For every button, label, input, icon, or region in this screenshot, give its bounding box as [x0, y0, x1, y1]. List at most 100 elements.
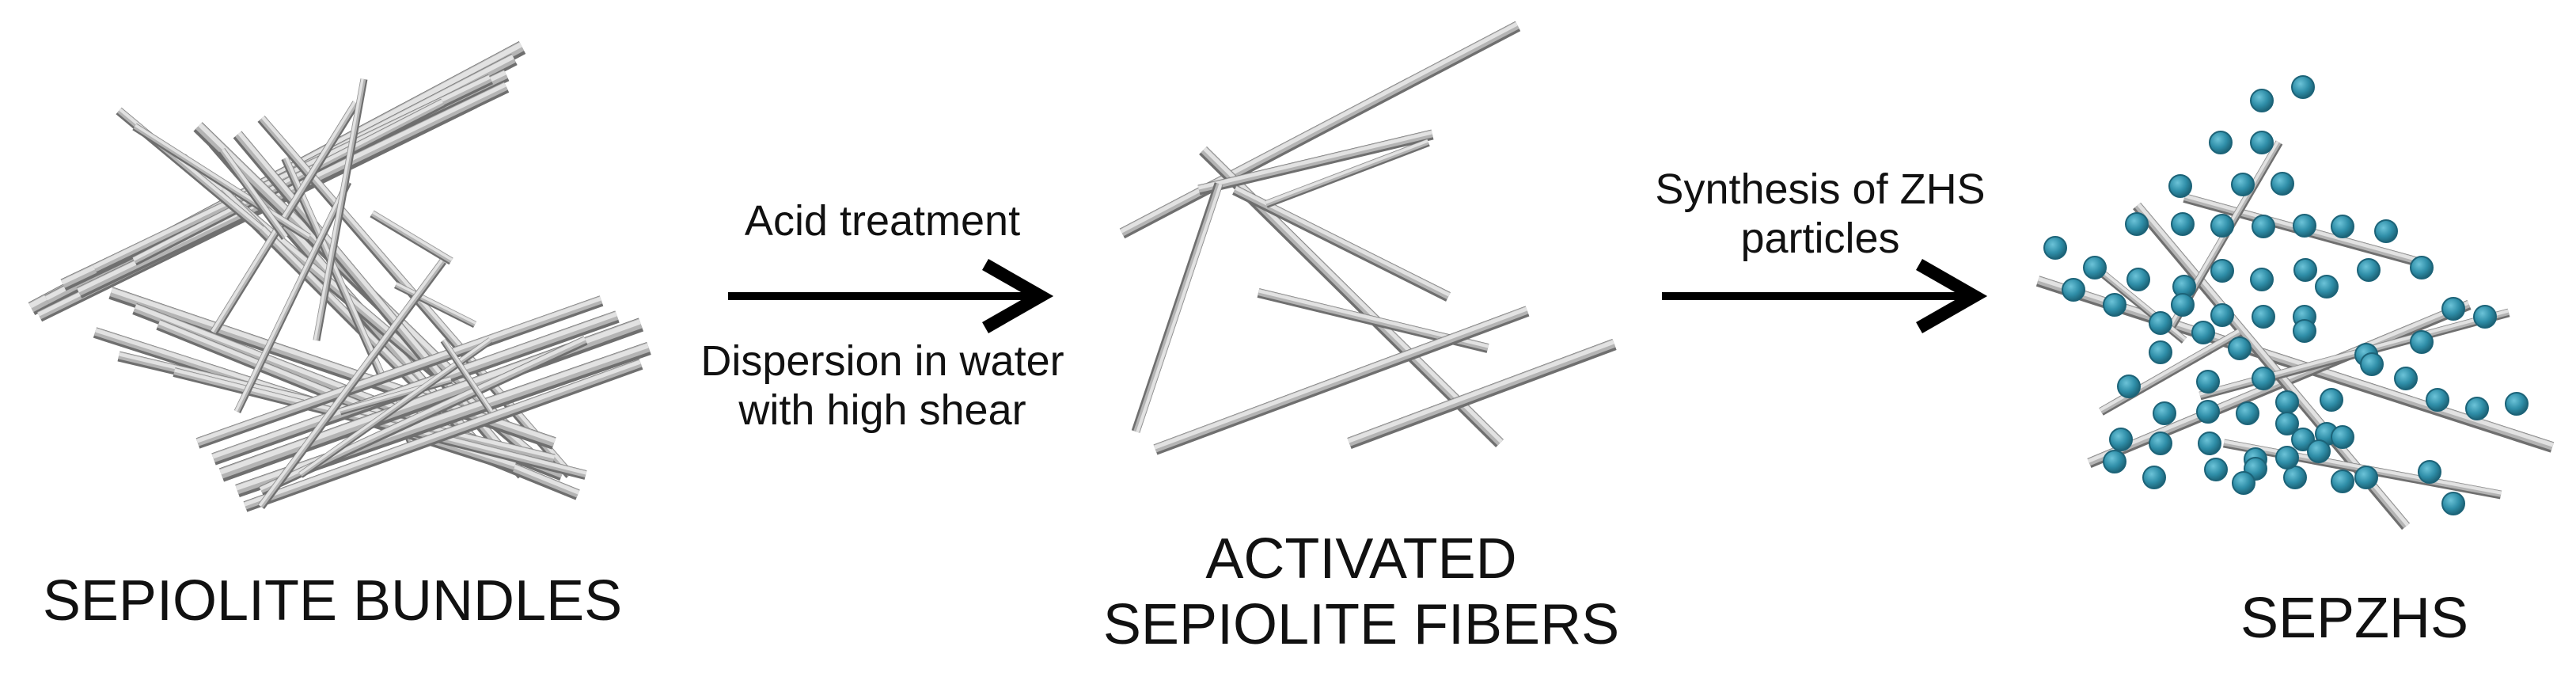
zhs-particle-8 [2125, 212, 2149, 236]
zhs-particle-41 [2252, 367, 2275, 390]
zhs-particle-5 [2168, 174, 2192, 198]
activated-fiber-7 [1153, 306, 1530, 455]
zhs-particle-33 [2149, 311, 2172, 335]
sepiolite-bundles-illustration [28, 41, 651, 512]
zhs-particle-17 [2126, 268, 2150, 291]
activated-fiber-9 [1265, 139, 1430, 208]
arrow1-label-dispersion: Dispersion in water with high shear [665, 336, 1100, 435]
activated-fiber-5 [1131, 182, 1224, 433]
zhs-particle-68 [2418, 460, 2441, 484]
arrow1-label-line2: with high shear [738, 386, 1026, 435]
zhs-particle-23 [2410, 256, 2434, 279]
arrow2-label-line1: Synthesis of ZHS [1655, 165, 1986, 213]
bundle-fiber-35 [257, 259, 447, 509]
bundle-fiber-25 [243, 359, 643, 512]
activated-caption-line1: ACTIVATED [1205, 527, 1517, 591]
bundles-caption: SEPIOLITE BUNDLES [42, 569, 623, 633]
zhs-particle-25 [2103, 293, 2126, 317]
bundle-fiber-32 [393, 281, 477, 329]
bundle-fiber-37 [440, 338, 494, 414]
zhs-particle-10 [2210, 214, 2234, 238]
zhs-particle-1 [2250, 89, 2274, 112]
bundle-fiber-7 [132, 98, 446, 266]
zhs-particle-38 [2410, 330, 2434, 354]
zhs-particle-69 [2441, 492, 2465, 515]
zhs-particle-43 [2320, 388, 2343, 412]
zhs-particle-61 [2103, 450, 2126, 473]
zhs-particle-22 [2357, 258, 2381, 282]
zhs-particle-66 [2331, 470, 2354, 493]
zhs-particle-19 [2210, 259, 2234, 283]
activated-fiber-1 [1119, 21, 1521, 239]
bundle-fiber-30 [370, 210, 453, 265]
zhs-particle-39 [2149, 340, 2172, 364]
sepzhs-illustration [2035, 75, 2555, 530]
zhs-particle-26 [2171, 293, 2195, 317]
zhs-particle-55 [2109, 428, 2133, 451]
zhs-particle-60 [2331, 425, 2354, 449]
zhs-particle-47 [2465, 397, 2489, 420]
zhs-particle-52 [2236, 401, 2259, 425]
zhs-particle-31 [2441, 297, 2465, 321]
arrow1-label-acid-treatment: Acid treatment [744, 197, 1021, 245]
zhs-particle-35 [2228, 336, 2252, 360]
zhs-particle-56 [2149, 432, 2172, 455]
zhs-particle-65 [2283, 466, 2307, 489]
activated-fiber-3 [1197, 129, 1434, 196]
zhs-particle-24 [2062, 278, 2085, 302]
zhs-particle-16 [2083, 256, 2107, 279]
zhs-particle-36 [2293, 319, 2316, 343]
zhs-particle-48 [2505, 392, 2529, 416]
activated-caption: ACTIVATED SEPIOLITE FIBERS [1092, 527, 1630, 658]
zhs-particle-59 [2291, 428, 2315, 451]
zhs-particle-71 [2275, 446, 2299, 470]
zhs-particle-6 [2231, 173, 2255, 196]
zhs-particle-3 [2209, 131, 2233, 154]
bundle-fiber-28 [233, 181, 352, 413]
zhs-particle-40 [2196, 370, 2220, 394]
activated-caption-line2: SEPIOLITE FIBERS [1102, 592, 1620, 656]
zhs-particle-14 [2374, 219, 2398, 243]
bundle-fiber-29 [313, 78, 368, 341]
zhs-particle-20 [2250, 268, 2274, 291]
zhs-particle-46 [2426, 388, 2449, 412]
arrow2-label-synthesis: Synthesis of ZHS particles [1614, 165, 2026, 263]
zhs-particle-15 [2043, 236, 2067, 260]
zhs-particle-21 [2293, 258, 2317, 282]
zhs-particle-2 [2291, 75, 2315, 99]
sepzhs-fiber-6 [2099, 329, 2242, 416]
bundle-fiber-24 [195, 295, 604, 449]
zhs-particle-51 [2196, 400, 2220, 424]
zhs-particle-42 [2275, 390, 2299, 414]
activated-fibers-illustration [1119, 21, 1617, 455]
zhs-particle-7 [2271, 172, 2294, 196]
zhs-particle-45 [2394, 367, 2418, 390]
zhs-particle-32 [2473, 305, 2497, 329]
zhs-particle-44 [2360, 352, 2384, 376]
zhs-particle-28 [2252, 305, 2275, 329]
activated-fiber-8 [1347, 338, 1617, 450]
zhs-particle-57 [2198, 432, 2221, 455]
zhs-particle-13 [2331, 215, 2354, 238]
bundle-fiber-34 [132, 123, 311, 241]
zhs-particle-4 [2250, 131, 2274, 154]
zhs-particle-63 [2204, 458, 2228, 481]
arrow2-label-line2: particles [1740, 215, 1900, 263]
zhs-particle-34 [2191, 321, 2215, 344]
zhs-particle-53 [2275, 412, 2299, 435]
bundle-fiber-38 [218, 148, 289, 240]
zhs-particle-62 [2142, 466, 2166, 489]
zhs-particle-50 [2153, 401, 2176, 425]
zhs-particle-30 [2315, 275, 2339, 298]
zhs-particle-49 [2117, 375, 2141, 398]
zhs-particle-27 [2210, 303, 2234, 327]
zhs-particle-67 [2354, 466, 2378, 489]
zhs-particle-72 [2307, 439, 2331, 463]
zhs-particle-12 [2293, 214, 2316, 238]
sepzhs-fiber-5 [2199, 308, 2510, 401]
zhs-particle-9 [2171, 212, 2195, 236]
arrow1-label-line1: Dispersion in water [700, 337, 1064, 385]
zhs-particle-11 [2252, 215, 2275, 238]
